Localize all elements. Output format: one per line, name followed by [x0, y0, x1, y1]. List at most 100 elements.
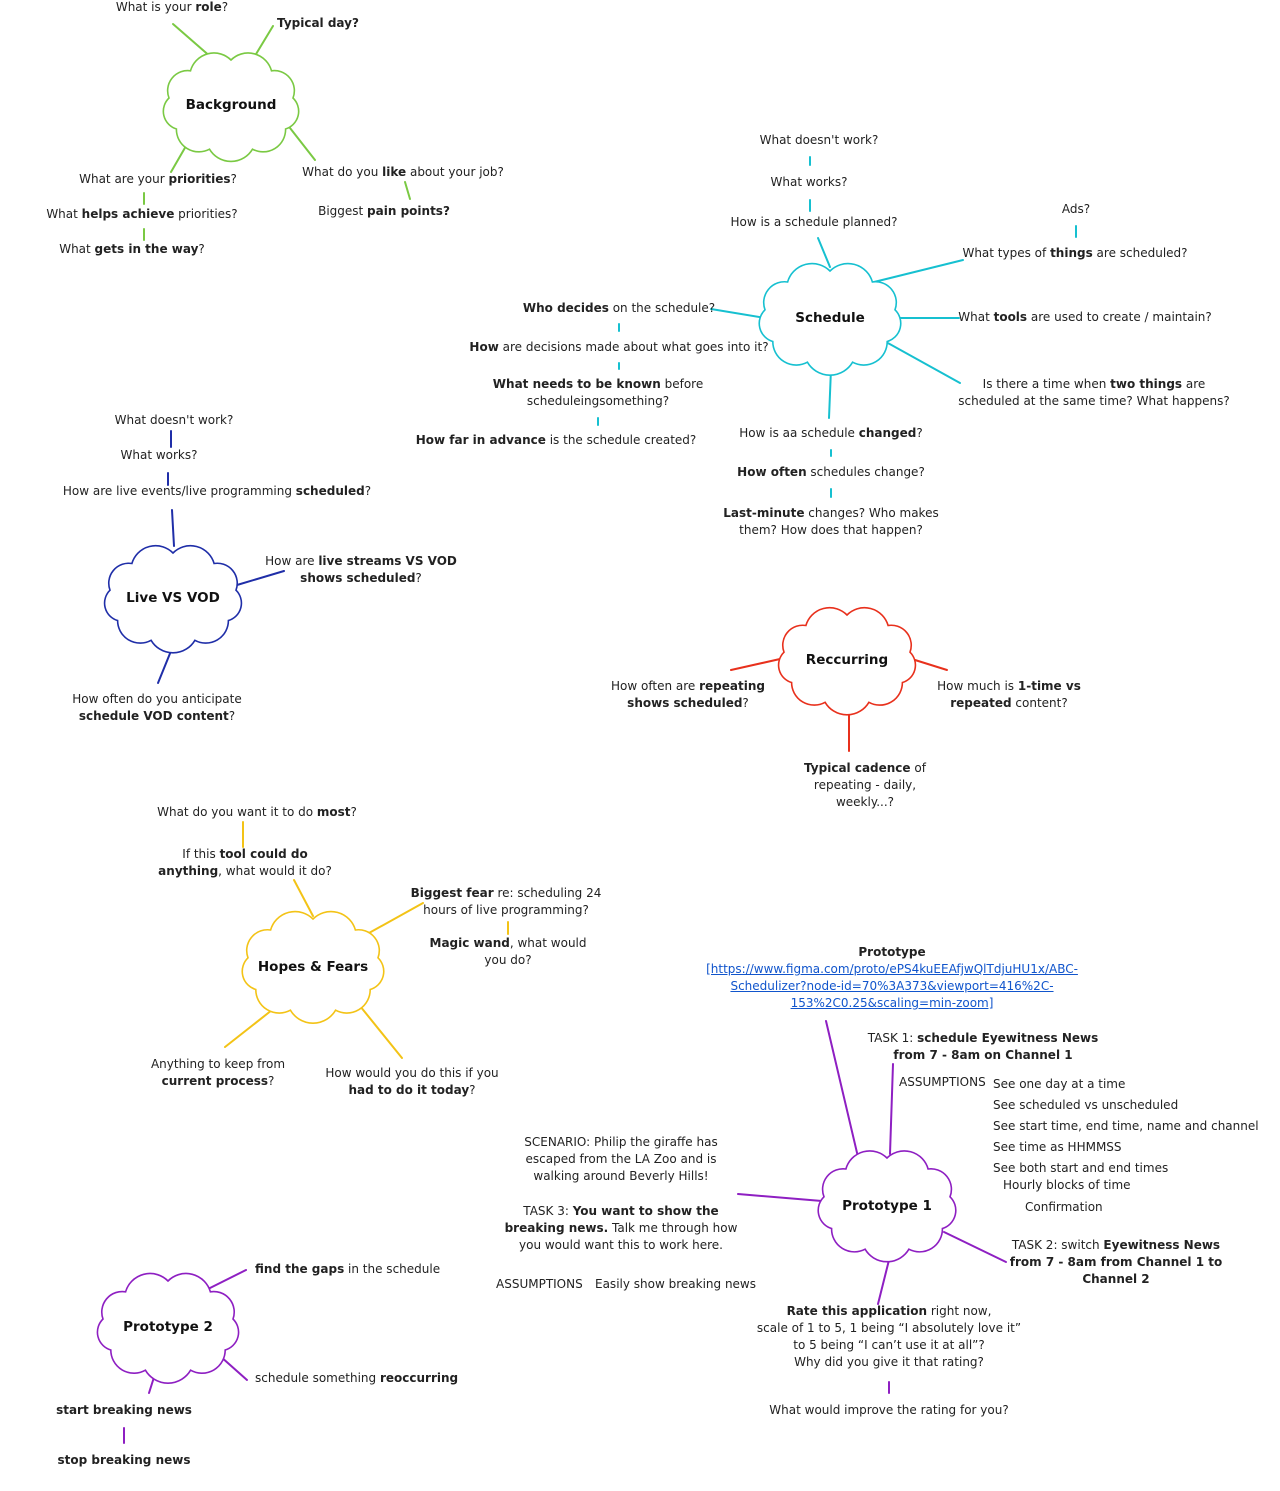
hub-reccurring[interactable]: Reccurring — [805, 652, 889, 668]
figma-link[interactable]: [https://www.figma.com/proto/ePS4kuEEAfj… — [706, 962, 1078, 976]
text-bold: scheduled — [295, 484, 365, 498]
live-doesnt-work-node[interactable]: What doesn't work? — [115, 412, 234, 429]
text-bold: find the gaps — [255, 1262, 345, 1276]
text: What is your — [115, 0, 196, 14]
connector — [172, 23, 213, 59]
connector — [359, 1005, 403, 1059]
text-bold: How far in advance — [415, 433, 546, 447]
text: Easily show breaking news — [595, 1277, 756, 1291]
text-bold: What needs to be known — [492, 377, 661, 391]
bg-pain-node[interactable]: Biggest pain points? — [318, 203, 450, 220]
text-bold: role — [195, 0, 222, 14]
sch-planned-node[interactable]: How is a schedule planned? — [730, 214, 897, 231]
text: are — [1182, 377, 1206, 391]
hub-prototype-2[interactable]: Prototype 2 — [123, 1319, 213, 1335]
connector — [817, 237, 831, 268]
sch-how-often-node[interactable]: How often schedules change? — [737, 464, 925, 481]
connector — [889, 1063, 894, 1155]
hub-live-vs-vod[interactable]: Live VS VOD — [126, 590, 220, 606]
proto2-gaps-node[interactable]: find the gaps in the schedule — [255, 1261, 440, 1278]
text: re: scheduling 24 — [493, 886, 602, 900]
text: escaped from the LA Zoo and is — [525, 1152, 717, 1166]
text: weekly...? — [835, 795, 895, 809]
text: What types of — [962, 246, 1051, 260]
connector — [207, 1269, 247, 1290]
proto1-improve-node[interactable]: What would improve the rating for you? — [769, 1402, 1008, 1419]
figma-link-end[interactable]: 153%2C0.25&scaling=min-zoom] — [790, 996, 994, 1010]
connector — [825, 1020, 859, 1158]
text: ? — [742, 696, 749, 710]
text-bold: Who decides — [522, 301, 609, 315]
bg-typical-day-node[interactable]: Typical day? — [277, 15, 359, 32]
text: What — [958, 310, 994, 324]
hub-prototype-1[interactable]: Prototype 1 — [842, 1198, 932, 1214]
text-bold: live streams VS VOD — [318, 554, 457, 568]
proto1-assumptions-label: ASSUMPTIONS — [899, 1074, 986, 1091]
sch-doesnt-work-node[interactable]: What doesn't work? — [760, 132, 879, 149]
live-scheduled-node[interactable]: How are live events/live programming sch… — [63, 483, 371, 500]
text-bold: helps achieve — [81, 207, 175, 221]
proto2-reoccurring-node[interactable]: schedule something reoccurring — [255, 1370, 458, 1387]
proto1-link-node[interactable]: Prototype[https://www.figma.com/proto/eP… — [706, 944, 1078, 1012]
proto1-rate-node[interactable]: Rate this application right now,scale of… — [757, 1303, 1021, 1371]
sch-how-decisions-node[interactable]: How are decisions made about what goes i… — [469, 339, 768, 356]
hub-background[interactable]: Background — [185, 97, 277, 113]
bg-like-node[interactable]: What do you like about your job? — [302, 164, 504, 181]
text: Anything to keep from — [150, 1057, 286, 1071]
text-bold: Eyewitness News — [1103, 1238, 1221, 1252]
sch-how-far-node[interactable]: How far in advance is the schedule creat… — [416, 432, 697, 449]
text: to 5 being “I can’t use it at all”? — [793, 1338, 985, 1352]
proto2-stop-node[interactable]: stop breaking news — [58, 1452, 191, 1469]
proto1-confirmation: Confirmation — [1025, 1199, 1103, 1216]
bg-role-node[interactable]: What is your role? — [116, 0, 228, 16]
text-bold: 1-time vs — [1017, 679, 1081, 693]
proto1-task3-assumption: Easily show breaking news — [595, 1276, 756, 1293]
sch-who-decides-node[interactable]: Who decides on the schedule? — [523, 300, 715, 317]
connector — [737, 1193, 823, 1202]
text-bold: like — [382, 165, 407, 179]
text-bold: Biggest fear — [410, 886, 494, 900]
figma-link-cont[interactable]: Schedulizer?node-id=70%3A373&viewport=41… — [730, 979, 1054, 993]
text: schedules change? — [806, 465, 925, 479]
hub-hopes-fears[interactable]: Hopes & Fears — [257, 959, 369, 975]
text-bold: repeated — [950, 696, 1012, 710]
text: changes? Who makes — [804, 506, 939, 520]
hub-schedule[interactable]: Schedule — [795, 310, 865, 326]
text: ? — [364, 484, 372, 498]
text-bold: shows scheduled — [627, 696, 743, 710]
connector — [170, 145, 187, 173]
sch-changed-node[interactable]: How is aa schedule changed? — [739, 425, 923, 442]
proto2-start-node[interactable]: start breaking news — [56, 1402, 192, 1419]
text-bold: repeating — [699, 679, 765, 693]
text: scheduled at the same time? What happens… — [958, 394, 1230, 408]
text-bold: Last-minute — [723, 506, 805, 520]
sch-tools-node[interactable]: What tools are used to create / maintain… — [958, 309, 1212, 326]
hopes-most-node[interactable]: What do you want it to do most? — [157, 804, 357, 821]
text: How is aa schedule — [739, 426, 859, 440]
sch-ads-node[interactable]: Ads? — [1062, 201, 1090, 218]
bg-gets-in-way-node[interactable]: What gets in the way? — [59, 241, 205, 258]
text: ? — [469, 1083, 476, 1097]
live-works-node[interactable]: What works? — [120, 447, 197, 464]
sch-works-node[interactable]: What works? — [770, 174, 847, 191]
bg-helps-node[interactable]: What helps achieve priorities? — [46, 206, 237, 223]
bg-priorities-node[interactable]: What are your priorities? — [79, 171, 237, 188]
sch-types-node[interactable]: What types of things are scheduled? — [962, 245, 1187, 262]
